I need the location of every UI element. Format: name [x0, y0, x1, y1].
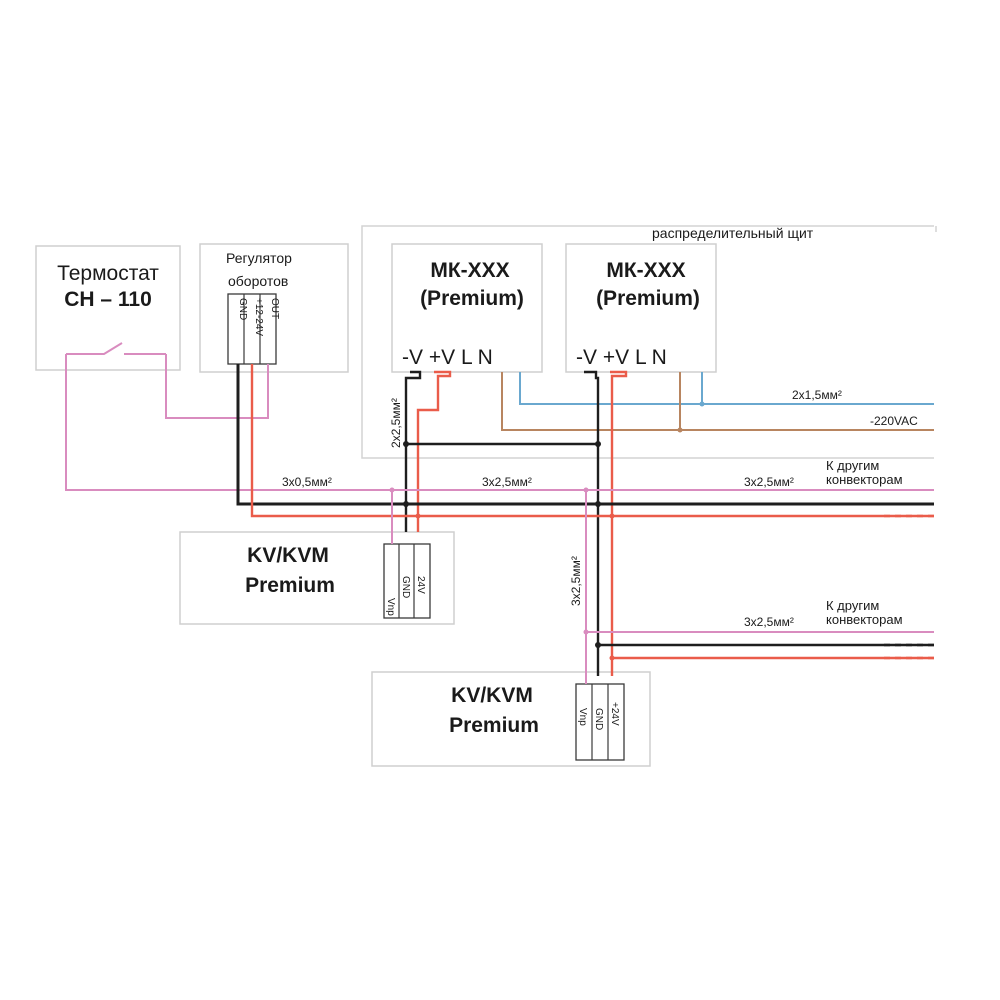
conv2-pin-plus-24v: +24V [609, 702, 620, 726]
pin-gnd: GND [237, 298, 248, 320]
psu-link-label: 2x2,5мм² [389, 398, 403, 448]
power-supply-1-variant: (Premium) [420, 287, 524, 310]
conv1-pin-24v: 24V [415, 576, 426, 594]
convector-1-model: KV/KVM [247, 544, 329, 567]
to-others-1-cable: 3x2,5мм² [744, 475, 794, 489]
to-others-2-line2: конвекторам [826, 612, 903, 627]
controller-ground-wire [236, 364, 934, 506]
conv2-signal-junction [583, 487, 589, 493]
psu1-plus-wire [416, 370, 452, 532]
power-supply-2-terminals: -V +V L N [576, 346, 667, 369]
conv2-pin-vnp: Vnp [577, 708, 588, 726]
to-others-2-line1: К другим [826, 598, 879, 613]
bus-ground-junction [595, 501, 601, 507]
branch2-plus-junction [609, 655, 615, 661]
drop-cable-label: 3x2,5мм² [569, 556, 583, 606]
pin-plus-12-24v: +12-24V [253, 298, 264, 336]
psu-link-junction-2 [595, 441, 601, 447]
convector-1-variant: Premium [245, 574, 335, 597]
branch2-signal-junction [583, 629, 589, 635]
convector-1-terminal-block: Vnp GND 24V [383, 543, 431, 619]
convector-2-terminal-block: Vnp GND +24V [575, 683, 625, 761]
thermostat-to-controller-wire [165, 354, 269, 419]
speed-controller-title-2: оборотов [228, 273, 288, 289]
thermostat-box [35, 245, 181, 371]
conv1-pin-vnp: Vnp [385, 598, 396, 616]
conv1-signal-junction [389, 487, 395, 493]
signal-cable-label: 3x0,5мм² [282, 475, 332, 489]
relay-contact-icon [66, 342, 166, 355]
controller-plus-wire [250, 364, 934, 518]
bus-plus-junction [609, 513, 615, 519]
conv1-plus-junction [415, 513, 421, 519]
psu2-plus-wire [610, 370, 628, 676]
to-others-2-cable: 3x2,5мм² [744, 615, 794, 629]
power-supply-2-variant: (Premium) [596, 287, 700, 310]
speed-controller-title-1: Регулятор [226, 250, 292, 266]
power-supply-2-model: МК-XXX [606, 259, 685, 282]
panel-title: распределительный щит [652, 225, 814, 241]
branch2-ground-junction [595, 642, 601, 648]
live-wire-1 [501, 372, 934, 431]
conv1-ground-junction [403, 501, 409, 507]
power-supply-2-box [565, 243, 717, 373]
psu1-minus-wire [404, 370, 422, 532]
thermostat-signal-wire [65, 354, 934, 491]
mains-cable-label: 2x1,5мм² [792, 388, 842, 402]
conv2-pin-gnd: GND [593, 708, 604, 730]
convector-2-model: KV/KVM [451, 684, 533, 707]
conv1-pin-gnd: GND [400, 576, 411, 598]
speed-controller-terminal-block: GND +12-24V OUT [227, 293, 280, 365]
thermostat-model: CH – 110 [64, 288, 152, 311]
power-supply-1-terminals: -V +V L N [402, 346, 493, 369]
thermostat-name: Термостат [57, 262, 159, 285]
psu-link-junction-1 [403, 441, 409, 447]
distribution-panel [361, 225, 937, 459]
psu2-minus-wire [584, 370, 600, 676]
mains-voltage-label: -220VAC [870, 414, 918, 428]
to-others-1-line2: конвекторам [826, 472, 903, 487]
power-supply-1-model: МК-XXX [430, 259, 509, 282]
neutral-junction [699, 401, 705, 407]
power-supply-1-box [391, 243, 543, 373]
main-bus-label: 3x2,5мм² [482, 475, 532, 489]
to-others-1-line1: К другим [826, 458, 879, 473]
convector-2-variant: Premium [449, 714, 539, 737]
pin-out: OUT [269, 298, 280, 319]
neutral-wire-1 [519, 372, 934, 405]
live-junction [677, 427, 683, 433]
